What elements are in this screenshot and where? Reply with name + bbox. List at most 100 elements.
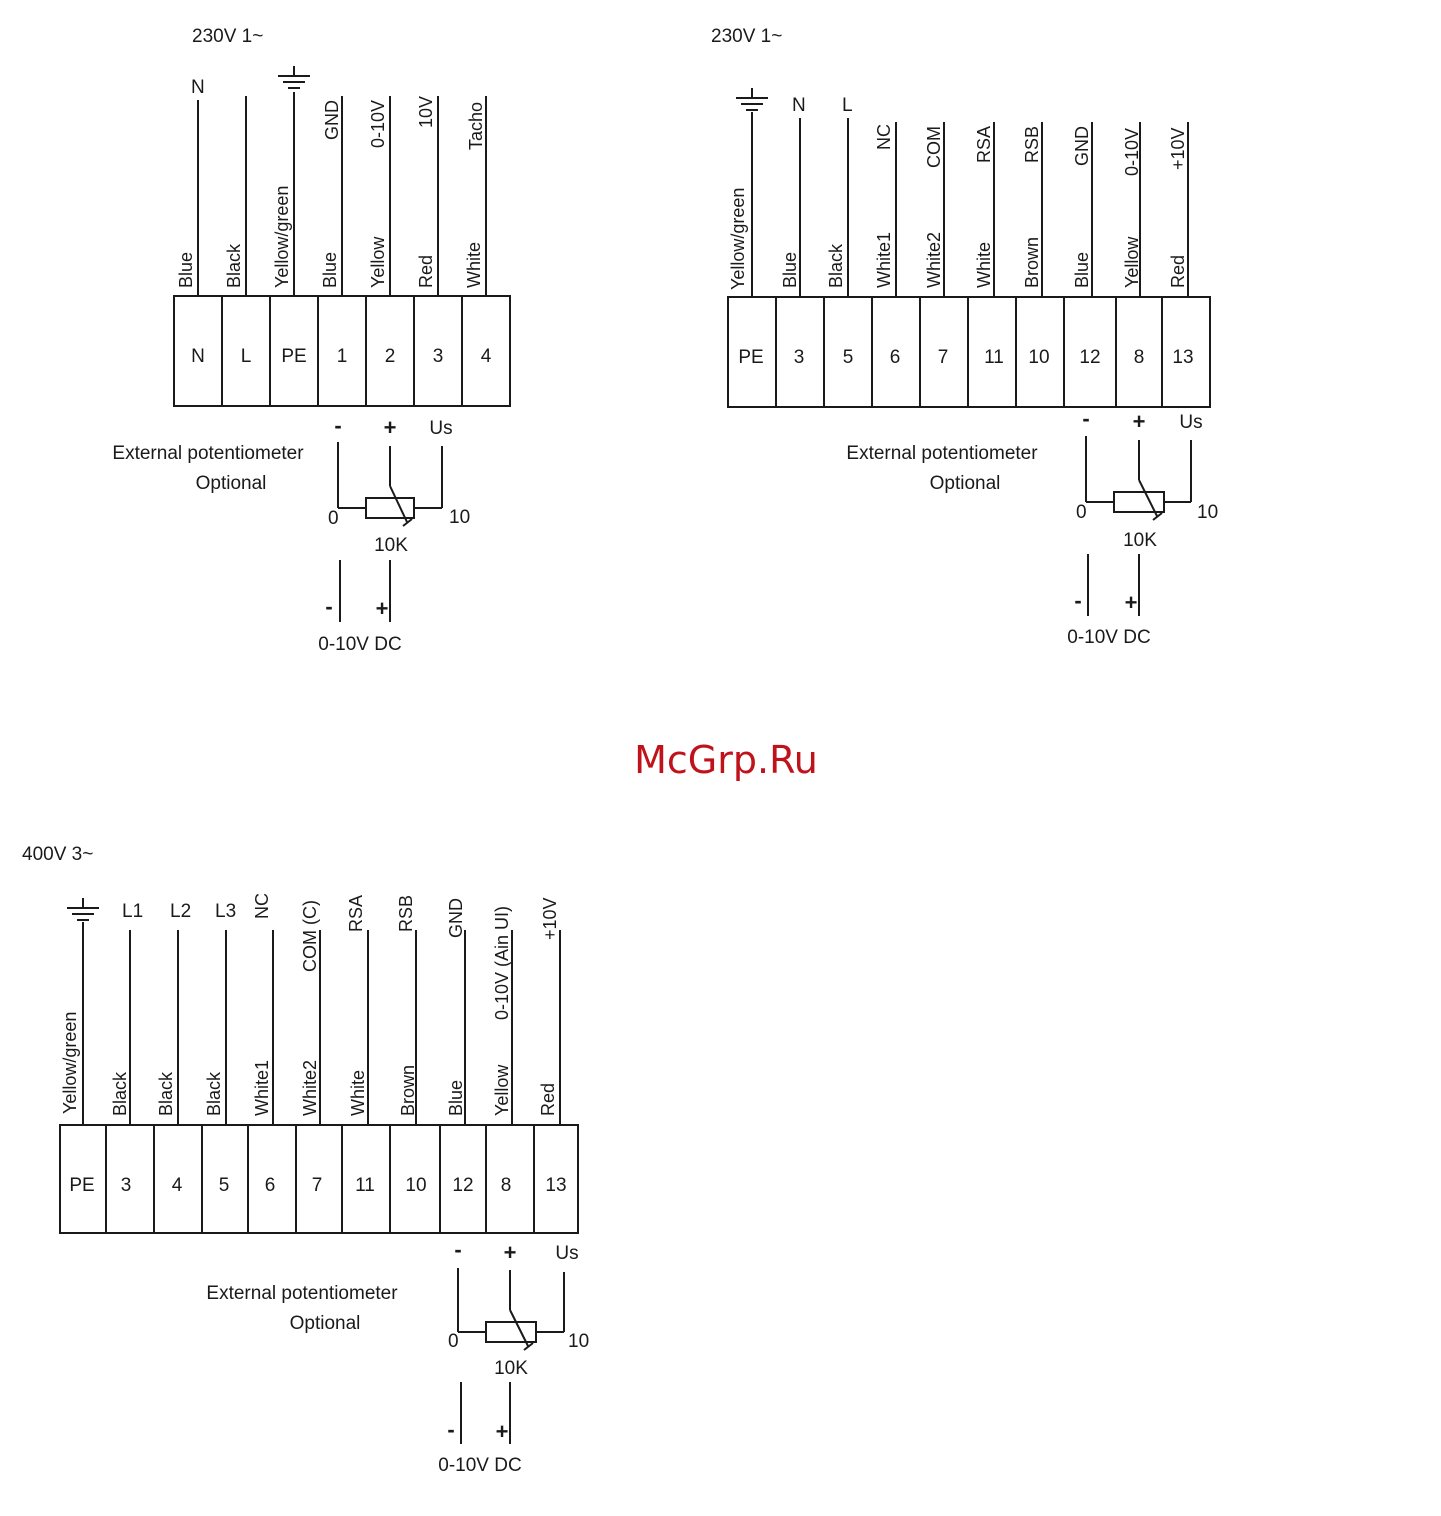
wire-color-label: Black xyxy=(204,1071,224,1116)
wire-function-label: Tacho xyxy=(466,102,486,150)
watermark-text: McGrp.Ru xyxy=(634,738,818,782)
wire-function-label: +10V xyxy=(1168,127,1188,170)
terminal-number: 7 xyxy=(938,347,949,368)
potentiometer-optional: Optional xyxy=(196,473,267,494)
wire-color-label: Yellow xyxy=(1122,236,1142,288)
wire-function-label: GND xyxy=(446,898,466,938)
wire-color-label: Blue xyxy=(1072,252,1092,288)
diagram-title: 230V 1~ xyxy=(192,26,263,47)
wire-function-label: 0-10V xyxy=(1122,128,1142,176)
diagram-title: 230V 1~ xyxy=(711,26,782,47)
wire-function-label: RSB xyxy=(1022,126,1042,163)
resistance-label: 10K xyxy=(494,1358,528,1379)
wire-function-label: RSA xyxy=(974,126,994,163)
minus-sign: - xyxy=(454,1237,461,1262)
wire-color-label: Black xyxy=(826,243,846,288)
terminal-number: 8 xyxy=(501,1175,512,1196)
potentiometer-caption: External potentiometer xyxy=(846,443,1038,464)
wire-color-label: White xyxy=(974,242,994,288)
wire-function-label: N xyxy=(191,77,205,98)
terminal-block: PE 3 4 5 6 7 11 10 12 8 13 xyxy=(59,1124,579,1234)
external-potentiometer: - + Us External potentiometer Optional 0… xyxy=(206,1237,589,1476)
wire-color-label: White2 xyxy=(300,1060,320,1116)
wire-color-label: White1 xyxy=(874,232,894,288)
output-signal-label: 0-10V DC xyxy=(318,634,401,655)
terminal-number: 10 xyxy=(1028,347,1049,368)
terminal-number: 13 xyxy=(545,1175,566,1196)
wire-function-label: COM (C) xyxy=(300,900,320,972)
terminal-number: 12 xyxy=(452,1175,473,1196)
terminal-number: 5 xyxy=(843,347,854,368)
wire-color-label: Yellow xyxy=(492,1064,512,1116)
output-signal-label: 0-10V DC xyxy=(438,1455,521,1476)
ground-icon xyxy=(736,88,768,111)
diagram-400v-ec: 400V 3~ L1 L2 L3 NC COM (C) RSA RSB GND … xyxy=(22,844,589,1476)
wire-color-label: Blue xyxy=(780,252,800,288)
minus-sign: - xyxy=(1082,406,1089,431)
output-plus-sign: + xyxy=(1125,590,1138,615)
supply-label: Us xyxy=(1179,412,1202,433)
terminal-number: 6 xyxy=(265,1175,276,1196)
supply-label: Us xyxy=(429,418,452,439)
diagram-title: 400V 3~ xyxy=(22,844,93,865)
terminal-block: N L PE 1 2 3 4 xyxy=(173,295,511,407)
external-potentiometer: - + Us External potentiometer Optional 0… xyxy=(846,406,1218,648)
plus-sign: + xyxy=(1133,409,1146,434)
terminal-number: 3 xyxy=(433,346,444,367)
terminal-number: 1 xyxy=(337,346,348,367)
terminal-number: 6 xyxy=(890,347,901,368)
wire-color-label: Black xyxy=(224,243,244,288)
wire-function-label: 0-10V xyxy=(368,100,388,148)
potentiometer-optional: Optional xyxy=(930,473,1001,494)
zero-label: 0 xyxy=(448,1331,459,1352)
ten-label: 10 xyxy=(568,1331,589,1352)
terminal-number: 7 xyxy=(312,1175,323,1196)
wire-color-label: Yellow xyxy=(368,236,388,288)
ten-label: 10 xyxy=(1197,502,1218,523)
ten-label: 10 xyxy=(449,507,470,528)
terminal-number: 8 xyxy=(1134,347,1145,368)
ground-icon xyxy=(67,898,99,921)
wire-function-label: 10V xyxy=(416,96,436,128)
output-minus-sign: - xyxy=(1074,588,1081,613)
potentiometer-caption: External potentiometer xyxy=(112,443,304,464)
terminal-number: PE xyxy=(738,347,763,368)
potentiometer-caption: External potentiometer xyxy=(206,1283,398,1304)
wire-function-label: NC xyxy=(252,893,272,919)
plus-sign: + xyxy=(384,415,397,440)
wire-function-label: +10V xyxy=(540,897,560,940)
plus-sign: + xyxy=(504,1240,517,1265)
wire-function-label: N xyxy=(792,95,806,116)
wire-color-label: Black xyxy=(110,1071,130,1116)
supply-label: Us xyxy=(555,1243,578,1264)
wire-function-label: GND xyxy=(1072,126,1092,166)
terminal-number: 11 xyxy=(355,1175,375,1196)
terminal-number: PE xyxy=(281,346,306,367)
wire-color-label: Black xyxy=(156,1071,176,1116)
wire-color-label: White xyxy=(348,1070,368,1116)
wire-color-label: Yellow/green xyxy=(272,186,292,288)
wire-color-label: White xyxy=(464,242,484,288)
terminal-number: 2 xyxy=(385,346,396,367)
wire-color-label: Red xyxy=(538,1083,558,1116)
minus-sign: - xyxy=(334,413,341,438)
wire-color-label: Blue xyxy=(320,252,340,288)
wire-function-label: L3 xyxy=(215,901,236,922)
terminal-number: L xyxy=(241,346,252,367)
terminal-number: 10 xyxy=(405,1175,426,1196)
wire-function-label: COM xyxy=(924,126,944,168)
terminal-number: PE xyxy=(69,1175,94,1196)
terminal-number: 3 xyxy=(794,347,805,368)
terminal-number: 5 xyxy=(219,1175,230,1196)
zero-label: 0 xyxy=(328,508,339,529)
terminal-number: 4 xyxy=(481,346,492,367)
terminal-number: 12 xyxy=(1079,347,1100,368)
diagram-230v-ec: 230V 1~ N L NC COM RSA RSB GND 0-10V +10… xyxy=(711,26,1218,648)
output-plus-sign: + xyxy=(376,596,389,621)
wire-function-label: RSA xyxy=(346,895,366,932)
terminal-block: PE 3 5 6 7 11 10 12 8 13 xyxy=(727,296,1211,408)
wire-function-label: 0-10V (Ain UI) xyxy=(492,906,512,1020)
zero-label: 0 xyxy=(1076,502,1087,523)
output-signal-label: 0-10V DC xyxy=(1067,627,1150,648)
